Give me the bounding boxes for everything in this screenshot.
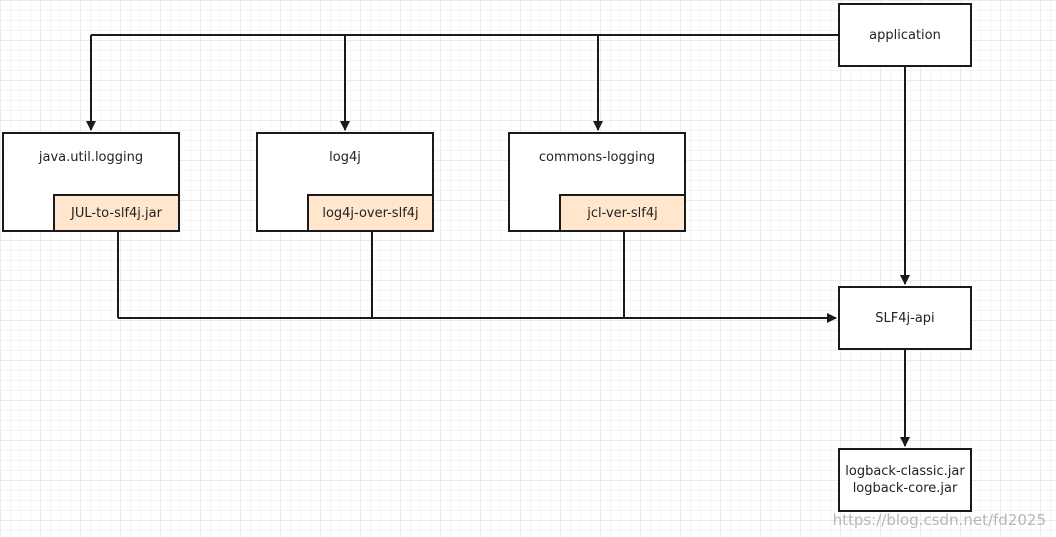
jul-to-slf4j-bridge: JUL-to-slf4j.jar (53, 194, 180, 232)
log4j-node: log4j log4j-over-slf4j (256, 132, 434, 232)
logback-core-label: logback-core.jar (852, 481, 958, 496)
jcl-ver-slf4j-bridge: jcl-ver-slf4j (559, 194, 686, 232)
commons-logging-node: commons-logging jcl-ver-slf4j (508, 132, 686, 232)
watermark-text: https://blog.csdn.net/fd2025 (832, 511, 1046, 529)
slf4j-api-node: SLF4j-api (838, 286, 972, 350)
logback-classic-label: logback-classic.jar (845, 464, 965, 479)
application-label: application (869, 27, 941, 43)
logback-node: logback-classic.jar logback-core.jar (838, 448, 972, 512)
log4j-over-slf4j-bridge: log4j-over-slf4j (307, 194, 434, 232)
java-util-logging-label: java.util.logging (38, 150, 144, 165)
commons-logging-label: commons-logging (538, 150, 656, 165)
slf4j-api-label: SLF4j-api (875, 310, 935, 326)
logback-labels: logback-classic.jar logback-core.jar (840, 450, 970, 510)
java-util-logging-node: java.util.logging JUL-to-slf4j.jar (2, 132, 180, 232)
log4j-label: log4j (329, 150, 361, 165)
application-node: application (838, 3, 972, 67)
